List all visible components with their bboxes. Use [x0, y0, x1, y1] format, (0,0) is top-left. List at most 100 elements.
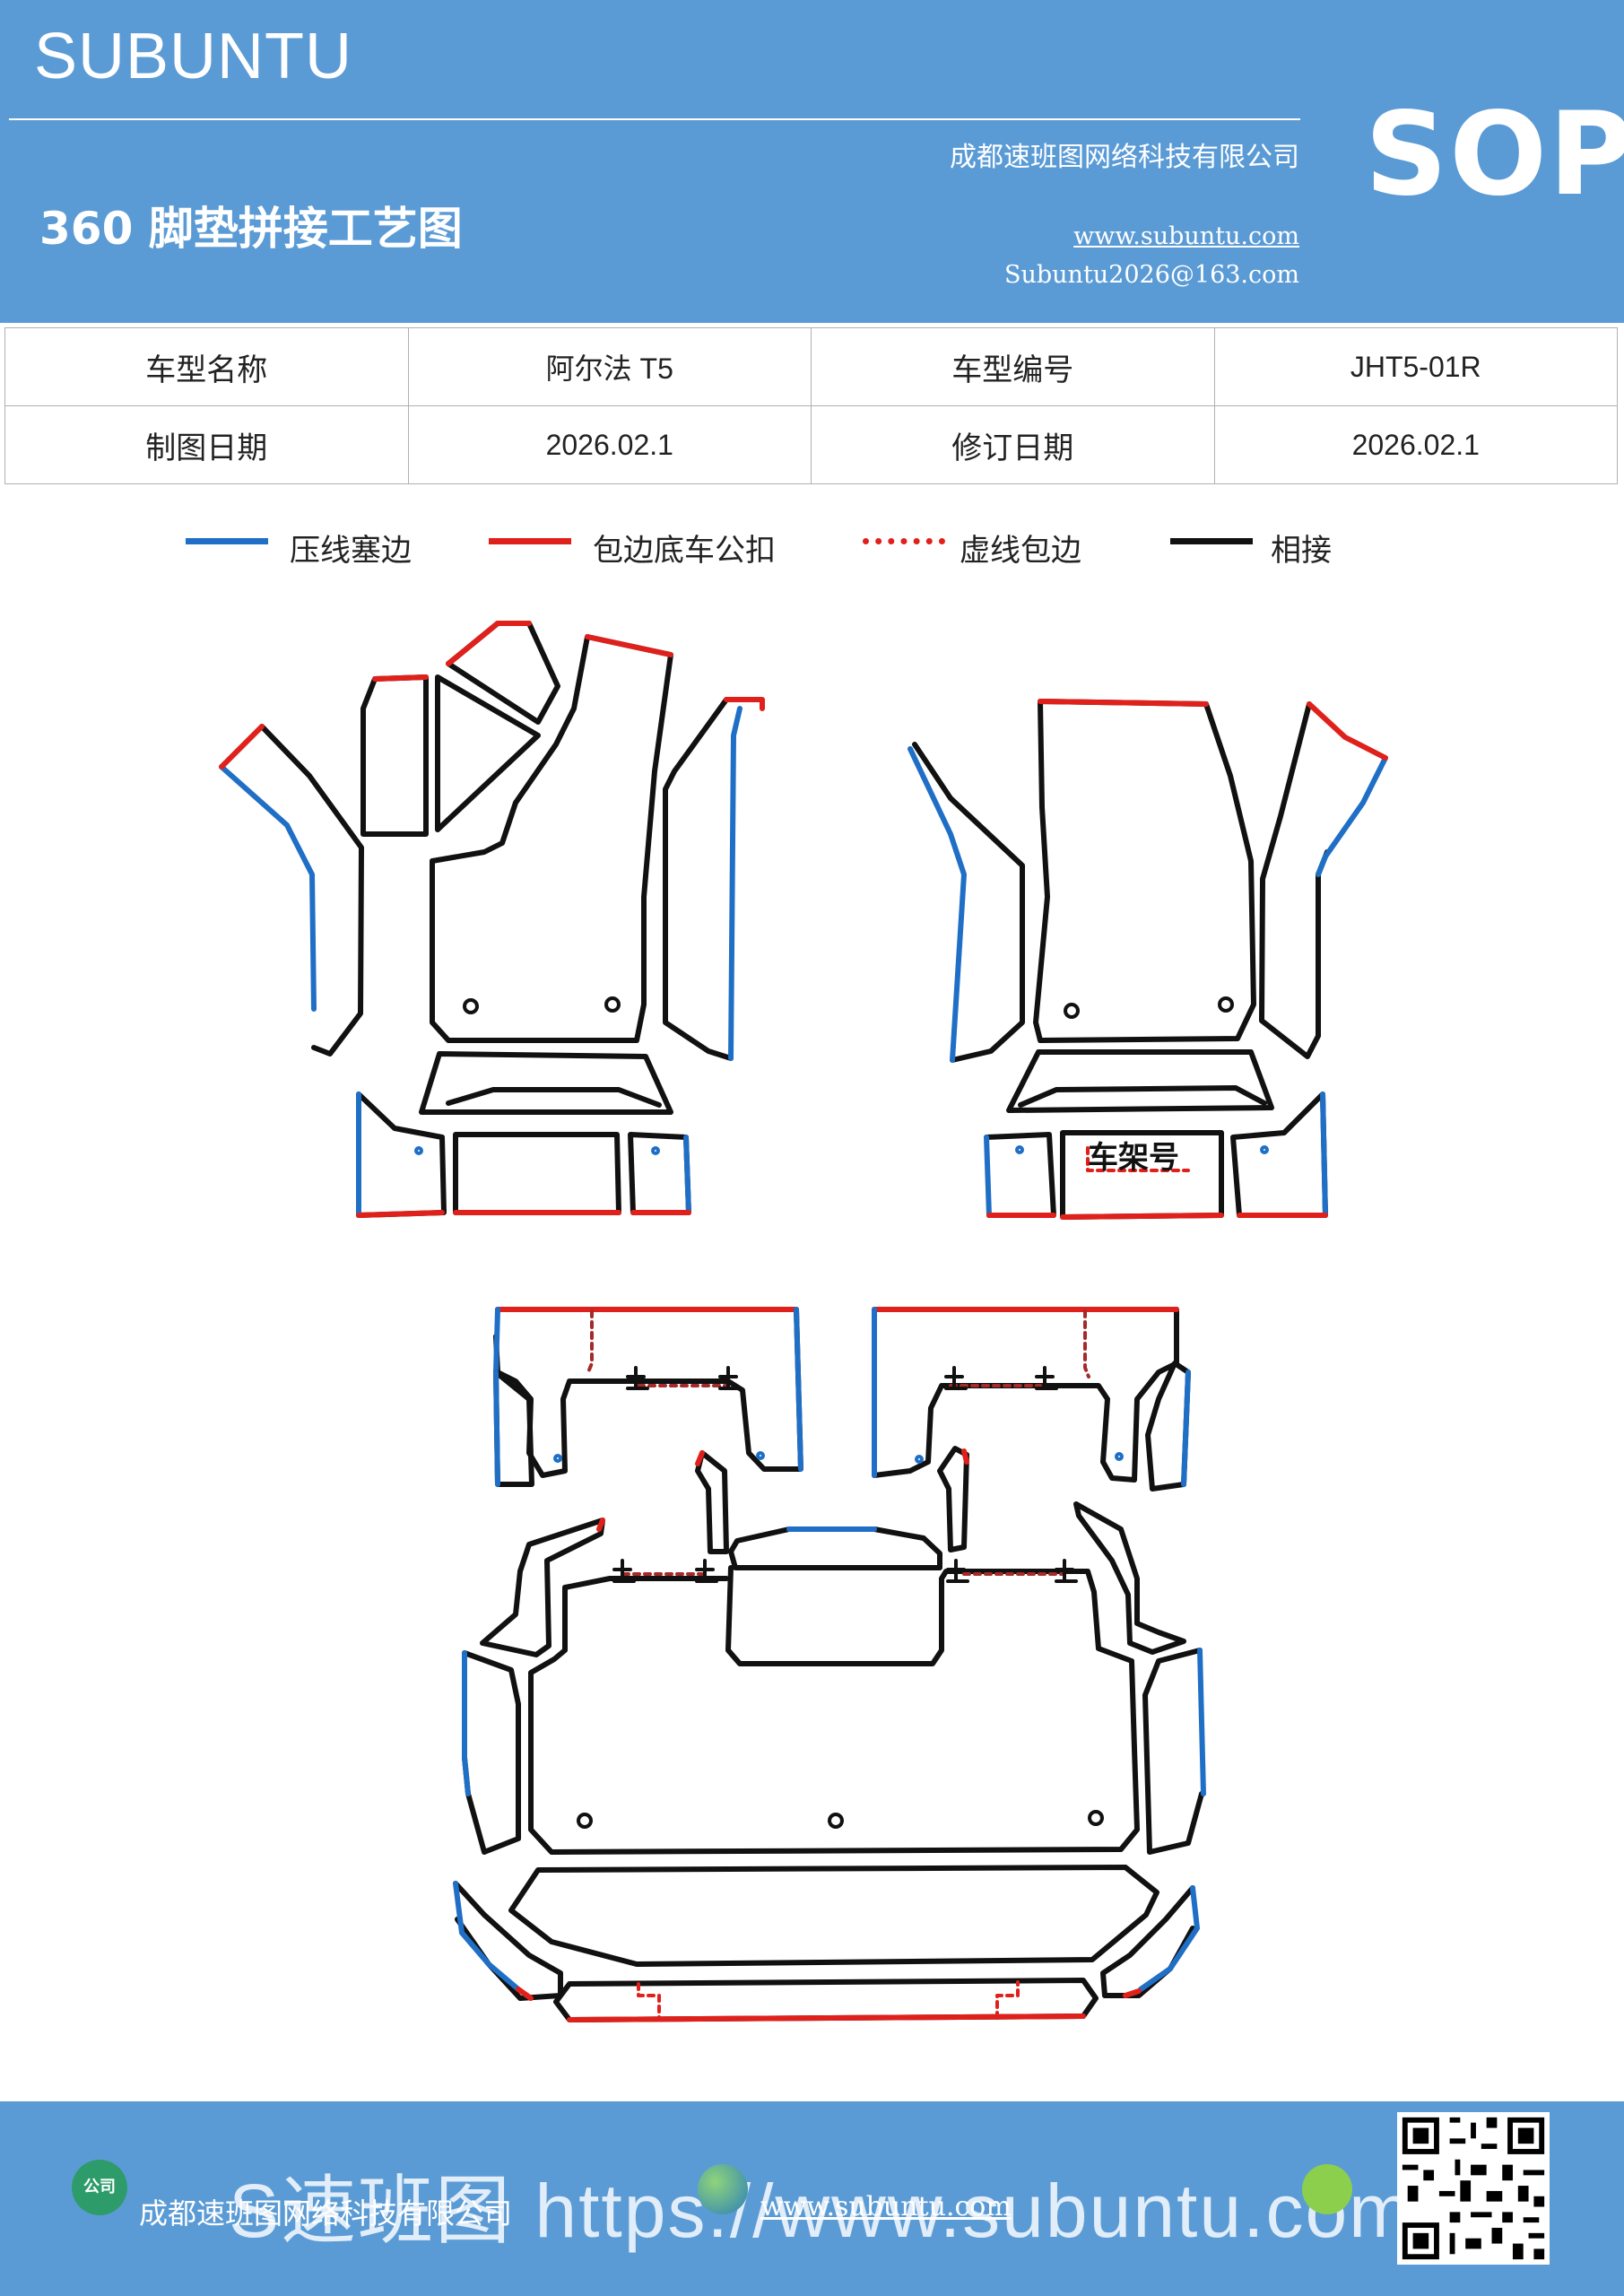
mat-assembly-diagram: 车架号 [219, 621, 1388, 2022]
joint-mark [718, 1366, 742, 1390]
header-banner: SUBUNTU 360 脚垫拼接工艺图 成都速班图网络科技有限公司 www.su… [0, 0, 1624, 323]
table-row: 制图日期 2026.02.1 修订日期 2026.02.1 [4, 405, 1618, 484]
row2-left-dotted-v [586, 1309, 594, 1374]
driver-lower-triangle [435, 674, 541, 832]
row3-tunnel-piece [728, 1526, 942, 1570]
joint-mark [946, 1559, 969, 1583]
model-code-value: JHT5-01R [1213, 327, 1618, 406]
row3-rear-band [508, 1865, 1159, 1967]
row3-center-red-mark [961, 1448, 969, 1465]
draw-date-label: 制图日期 [4, 405, 409, 484]
model-name-label: 车型名称 [4, 327, 409, 406]
driver-bottom-mid-piece [453, 1132, 621, 1215]
footer-website-link[interactable]: www.subuntu.com [760, 2191, 1012, 2222]
driver-heel-inner [446, 1087, 662, 1108]
website-link[interactable]: www.subuntu.com [1073, 222, 1299, 250]
frame-number-label: 车架号 [1088, 1140, 1179, 1176]
passenger-right-kick [1259, 701, 1330, 1059]
row2-left-side-piece [493, 1370, 534, 1487]
row3-left-lower-sill [462, 1650, 521, 1855]
row2-left-main [493, 1307, 803, 1478]
passenger-left-sill-blue [908, 746, 967, 1063]
joint-mark [626, 1366, 649, 1390]
driver-marker [414, 1146, 423, 1155]
row2-left-side-blue [493, 1370, 500, 1487]
email-address[interactable]: Subuntu2026@163.com [1004, 261, 1299, 289]
row3-left-upper-red [596, 1518, 605, 1532]
passenger-bottom-left-blue [984, 1135, 992, 1218]
driver-bottom-left-red [356, 1210, 445, 1218]
legend-label: 虚线包边 [960, 533, 1081, 569]
driver-main-red-edge [585, 634, 673, 657]
company-name: 成都速班图网络科技有限公司 [950, 142, 1299, 173]
table-row: 车型名称 阿尔法 T5 车型编号 JHT5-01R [4, 327, 1618, 406]
legend-label: 压线塞边 [290, 533, 412, 569]
passenger-frame-dotted [1086, 1146, 1190, 1172]
driver-left-side-blue-edge [219, 764, 317, 1012]
qr-code-icon[interactable] [1397, 2112, 1550, 2265]
footer-company-name: 成都速班图网络科技有限公司 [139, 2196, 513, 2231]
header-divider [9, 118, 1300, 120]
legend-swatch-black [1170, 538, 1253, 544]
third-row-group [453, 1446, 1206, 2022]
passenger-marker [1015, 1145, 1024, 1154]
joint-mark [695, 1559, 718, 1583]
passenger-bottom-right-blue [1320, 1091, 1328, 1218]
legend-swatch-blue [186, 538, 268, 544]
driver-triangle-red-edge [446, 621, 532, 666]
row3-rear-right-blue [1138, 1885, 1200, 1992]
passenger-right-kick-blue [1316, 755, 1388, 877]
passenger-mat-group [908, 699, 1388, 1220]
joint-mark [1055, 1559, 1078, 1583]
driver-marker [651, 1146, 660, 1155]
legend-label: 相接 [1271, 533, 1332, 569]
passenger-main-mat [1033, 699, 1256, 1043]
row2-right-main [872, 1307, 1179, 1483]
sop-badge: SOP [1365, 88, 1624, 222]
draw-date-value: 2026.02.1 [407, 405, 812, 484]
passenger-marker [1260, 1145, 1269, 1154]
row3-right-lower-blue [1197, 1648, 1206, 1796]
row2-marker [1115, 1452, 1124, 1461]
passenger-main-red-edge [1038, 699, 1209, 707]
passenger-bottom-right-piece [1230, 1091, 1328, 1218]
row3-hole-center [828, 1813, 844, 1829]
second-row-group [493, 1307, 1191, 1492]
passenger-heel-bar [1006, 1049, 1274, 1113]
row3-right-lower-sill [1142, 1648, 1204, 1855]
driver-left-side-red-edge [219, 724, 265, 770]
joint-mark [1035, 1366, 1058, 1390]
model-code-label: 车型编号 [811, 327, 1215, 406]
row3-hole-left [577, 1813, 593, 1829]
model-name-value: 阿尔法 T5 [407, 327, 812, 406]
driver-upper-triangle [446, 621, 560, 725]
legend-label: 包边底车公扣 [593, 533, 776, 569]
driver-bottom-right-piece [628, 1132, 691, 1215]
leaf-icon [1302, 2164, 1352, 2214]
driver-bottom-right-blue [683, 1135, 691, 1215]
row2-marker [756, 1451, 765, 1460]
row3-left-upper-sill [480, 1518, 605, 1657]
row2-left-blue-right [794, 1307, 803, 1472]
row2-right-side-blue [1181, 1370, 1191, 1487]
driver-hole-left [463, 998, 479, 1014]
passenger-left-sill [912, 742, 1025, 1063]
globe-icon [698, 2164, 748, 2214]
joint-mark [944, 1366, 968, 1390]
passenger-bottom-mid-red [1060, 1213, 1224, 1220]
row3-bottom-dotted-left [637, 1982, 661, 2020]
revise-date-value: 2026.02.1 [1213, 405, 1618, 484]
page-title: 360 脚垫拼接工艺图 [39, 203, 463, 255]
row3-center-red-mark [695, 1450, 705, 1466]
driver-left-side-piece [259, 724, 364, 1057]
passenger-hole-left [1064, 1003, 1080, 1019]
row3-left-lower-blue [462, 1650, 471, 1796]
legend: 压线塞边 包边底车公扣 虚线包边 相接 [0, 520, 1624, 574]
company-icon: 公司 [72, 2160, 127, 2215]
passenger-heel-inner [1018, 1085, 1267, 1108]
driver-narrow-strip [360, 674, 429, 837]
driver-heel-bar [419, 1051, 673, 1115]
row3-rear-right-red [1123, 1988, 1142, 1998]
row3-main-mat [528, 1565, 1140, 1855]
brand-name: SUBUNTU [34, 21, 353, 92]
